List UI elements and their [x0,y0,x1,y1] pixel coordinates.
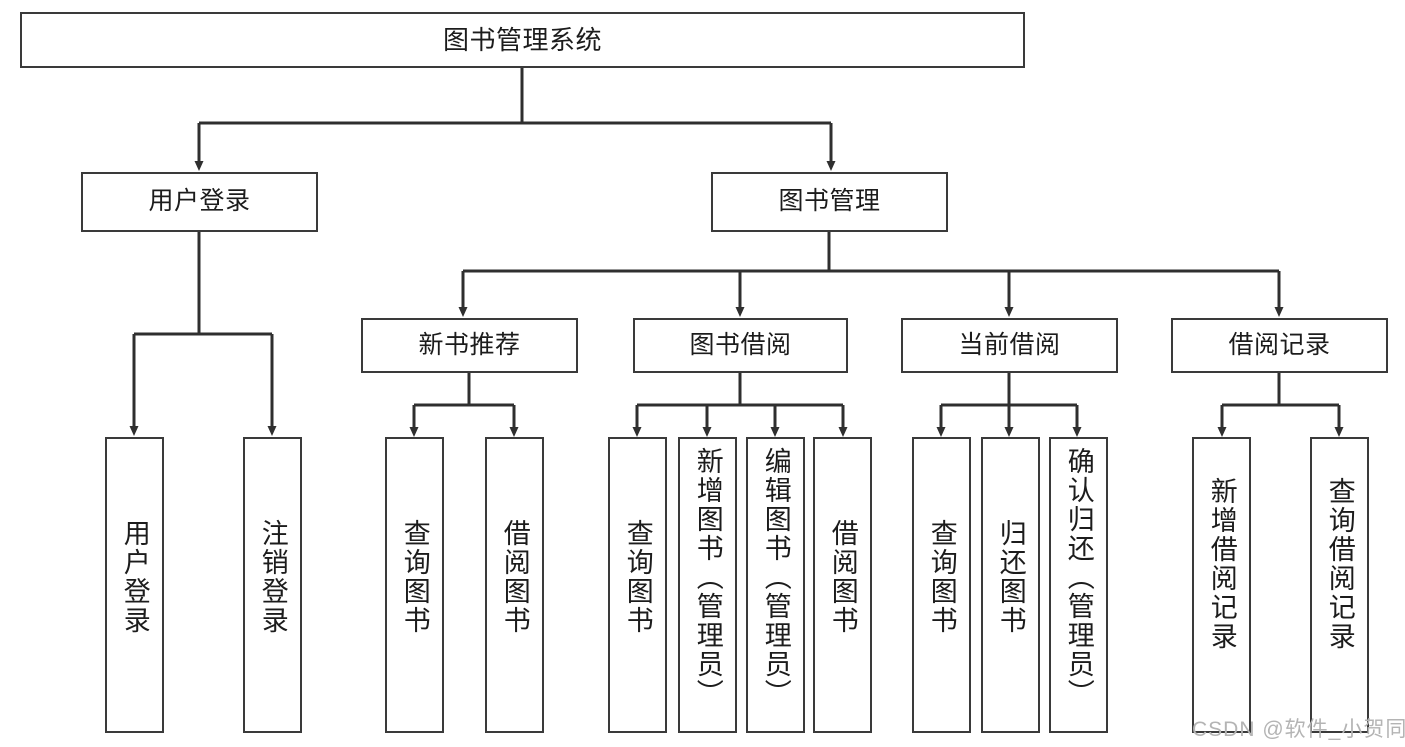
leaf-query-book-recommend[interactable]: 查询图书 [385,437,444,733]
node-user-login[interactable]: 用户登录 [81,172,318,232]
node-label: 用户登录 [148,187,251,216]
leaf-borrow-book-recommend[interactable]: 借阅图书 [485,437,544,733]
node-new-book-recommend[interactable]: 新书推荐 [361,318,578,373]
leaf-confirm-return-admin[interactable]: 确认归还（管理员） [1049,437,1108,733]
node-label: 查询图书 [926,519,957,635]
node-label: 查询图书 [399,519,430,635]
leaf-add-book-admin[interactable]: 新增图书（管理员） [678,437,737,733]
leaf-user-login[interactable]: 用户登录 [105,437,164,733]
node-root-book-management-system[interactable]: 图书管理系统 [20,12,1025,68]
node-label: 图书管理 [778,187,881,216]
node-label: 当前借阅 [958,330,1061,359]
node-label: 借阅记录 [1228,330,1331,359]
node-label: 用户登录 [119,519,150,635]
node-label: 图书借阅 [689,330,792,359]
leaf-edit-book-admin[interactable]: 编辑图书（管理员） [746,437,805,733]
node-book-manage[interactable]: 图书管理 [711,172,948,232]
node-label: 借阅图书 [827,519,858,635]
csdn-watermark: CSDN @软件_小贺同学 [1192,718,1405,741]
leaf-add-borrow-record[interactable]: 新增借阅记录 [1192,437,1251,733]
node-current-borrow[interactable]: 当前借阅 [901,318,1118,373]
node-book-borrow[interactable]: 图书借阅 [633,318,848,373]
node-label: 图书管理系统 [442,24,602,55]
leaf-user-logout[interactable]: 注销登录 [243,437,302,733]
leaf-borrow-book[interactable]: 借阅图书 [813,437,872,733]
node-label: 新增借阅记录 [1206,477,1237,651]
node-borrow-record[interactable]: 借阅记录 [1171,318,1388,373]
node-label: 查询图书 [622,519,653,635]
leaf-return-book[interactable]: 归还图书 [981,437,1040,733]
node-label: 注销登录 [257,519,288,635]
node-label: 编辑图书（管理员） [760,447,791,708]
leaf-query-book-borrow[interactable]: 查询图书 [608,437,667,733]
node-label: 查询借阅记录 [1324,477,1355,651]
node-label: 新书推荐 [418,330,521,359]
node-label: 归还图书 [995,519,1026,635]
leaf-query-book-current[interactable]: 查询图书 [912,437,971,733]
node-label: 借阅图书 [499,519,530,635]
node-label: 确认归还（管理员） [1063,447,1094,708]
leaf-query-borrow-record[interactable]: 查询借阅记录 [1310,437,1369,733]
node-label: 新增图书（管理员） [692,447,723,708]
